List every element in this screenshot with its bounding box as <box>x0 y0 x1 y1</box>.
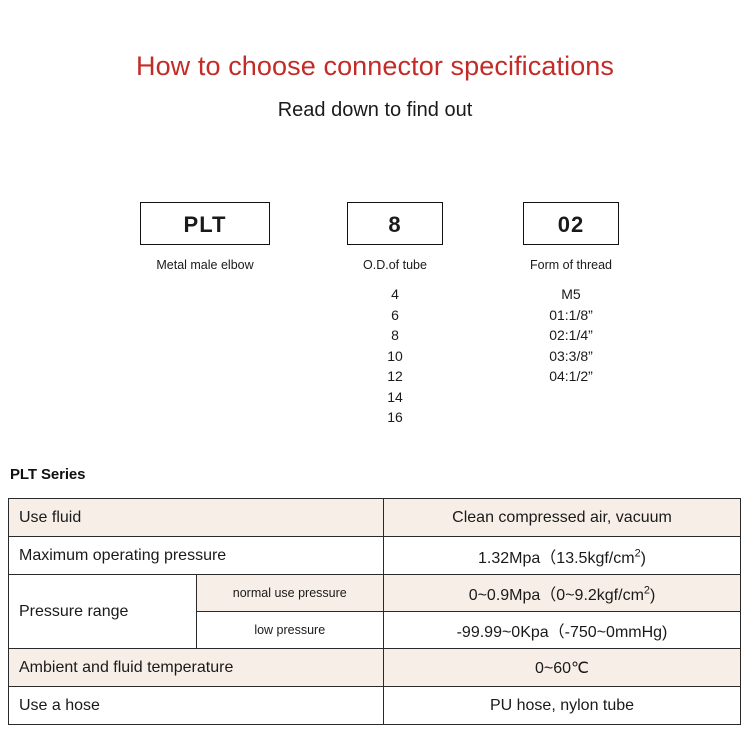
row-value-max-pressure-main: 1.32Mpa（13.5kgf/cm <box>478 549 635 567</box>
table-row: Pressure range normal use pressure 0~0.9… <box>8 574 741 649</box>
code-option: M5 <box>561 286 581 302</box>
table-row: Ambient and fluid temperature 0~60℃ <box>8 648 741 687</box>
row-value-low-pressure: -99.99~0Kpa（-750~0mmHg) <box>383 611 741 649</box>
row-label-use-fluid: Use fluid <box>8 498 384 537</box>
code-option: 10 <box>387 347 403 364</box>
code-caption-tube-od: O.D.of tube <box>363 258 427 272</box>
row-value-max-pressure-tail: ) <box>640 549 646 567</box>
row-label-use-a-hose: Use a hose <box>8 686 384 725</box>
code-option: 4 <box>391 286 399 302</box>
code-option: 8 <box>391 327 399 343</box>
row-label-temperature: Ambient and fluid temperature <box>8 648 384 687</box>
row-value-max-pressure-sup: 2 <box>634 547 641 560</box>
row-sublabel-low-pressure: low pressure <box>195 611 384 649</box>
row-value-temperature: 0~60℃ <box>383 648 741 687</box>
code-box-tube-od: 8 <box>347 202 443 245</box>
code-option: 12 <box>387 368 403 384</box>
code-column-thread-form: 02 Form of thread M5 01:1/8” 02:1/4” 03:3/8… <box>523 202 619 387</box>
code-option: 04:1/2” <box>549 368 593 384</box>
code-options-thread-form: M5 01:1/8” 02:1/4” 03:3/8” 04:1/2” <box>523 272 619 387</box>
table-row: Use fluid Clean compressed air, vacuum <box>8 498 741 537</box>
series-label: PLT Series <box>10 466 86 483</box>
spec-table: Use fluid Clean compressed air, vacuum M… <box>8 498 741 725</box>
code-column-series: PLT Metal male elbow <box>140 202 270 284</box>
code-option: 14 <box>387 388 403 405</box>
code-option: 6 <box>391 306 399 323</box>
row-label-max-pressure: Maximum operating pressure <box>8 536 384 575</box>
code-option: 03:3/8” <box>549 347 593 364</box>
row-value-use-a-hose: PU hose, nylon tube <box>383 686 741 725</box>
row-value-normal-use-pressure-sup: 2 <box>643 584 650 597</box>
code-column-tube-od: 8 O.D.of tube 4 6 8 10 12 14 16 <box>347 202 443 428</box>
row-value-normal-use-pressure-main: 0~0.9Mpa（0~9.2kgf/cm <box>468 587 644 604</box>
spec-table-body: Use fluid Clean compressed air, vacuum M… <box>8 498 741 725</box>
code-caption-thread-form: Form of thread <box>530 258 612 272</box>
row-value-use-fluid: Clean compressed air, vacuum <box>383 498 741 537</box>
row-sublabel-normal-use-pressure: normal use pressure <box>195 574 384 612</box>
code-option: 16 <box>387 409 403 425</box>
code-options-tube-od: 4 6 8 10 12 14 16 <box>347 272 443 428</box>
page-title: How to choose connector specifications <box>135 51 615 81</box>
row-value-normal-use-pressure-tail: ) <box>649 587 656 604</box>
page-subtitle: Read down to find out <box>277 98 473 121</box>
code-option: 01:1/8” <box>549 306 593 323</box>
row-label-pressure-range: Pressure range <box>8 574 197 649</box>
row-value-max-pressure: 1.32Mpa（13.5kgf/cm2) <box>383 536 741 575</box>
page-header: How to choose connector specifications R… <box>0 0 750 121</box>
code-option: 02:1/4” <box>549 327 593 343</box>
row-value-normal-use-pressure: 0~0.9Mpa（0~9.2kgf/cm2) <box>383 574 741 612</box>
code-box-thread-form: 02 <box>523 202 619 245</box>
table-row: Maximum operating pressure 1.32Mpa（13.5k… <box>8 536 741 575</box>
code-box-series: PLT <box>140 202 270 245</box>
code-breakdown: PLT Metal male elbow 8 O.D.of tube 4 6 8 10… <box>0 202 750 452</box>
code-caption-series: Metal male elbow <box>156 258 254 272</box>
code-options-series <box>140 272 270 284</box>
table-row: Use a hose PU hose, nylon tube <box>8 686 741 725</box>
